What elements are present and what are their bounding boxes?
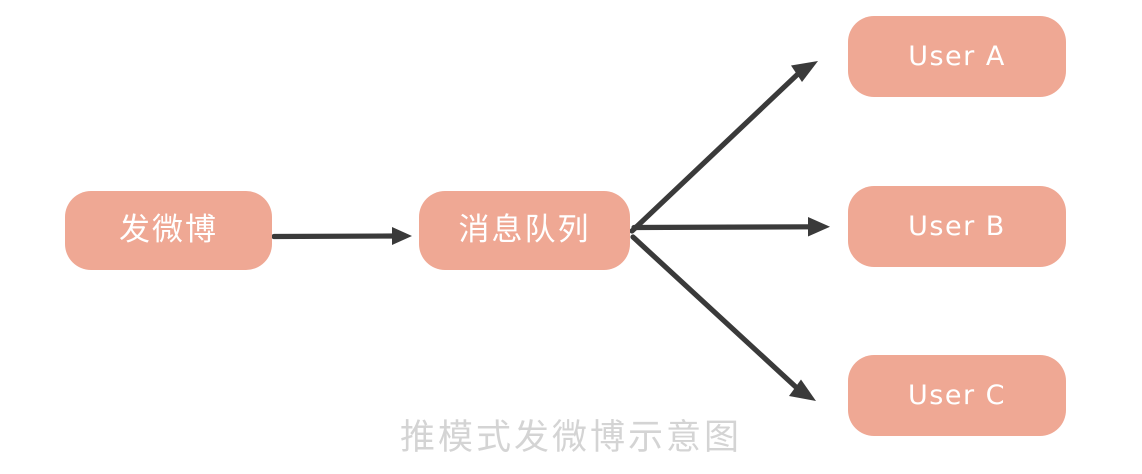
node-message-queue[interactable]: 消息队列 [419, 191, 630, 270]
node-user-b-label: User B [908, 211, 1006, 242]
edge-queue-to-user-c [630, 234, 816, 401]
node-user-c-label: User C [908, 380, 1006, 411]
node-publish-weibo[interactable]: 发微博 [65, 191, 272, 270]
node-user-a[interactable]: User A [848, 16, 1066, 97]
node-user-a-label: User A [908, 41, 1006, 72]
edge-queue-to-user-a [629, 61, 818, 234]
edge-queue-to-user-b [631, 217, 830, 237]
node-message-queue-label: 消息队列 [458, 212, 591, 248]
diagram-caption: 推模式发微博示意图 [399, 418, 742, 458]
node-user-b[interactable]: User B [848, 186, 1066, 267]
node-user-c[interactable]: User C [848, 355, 1066, 436]
node-publish-weibo-label: 发微博 [119, 212, 218, 248]
edge-publish-to-queue [271, 227, 412, 245]
